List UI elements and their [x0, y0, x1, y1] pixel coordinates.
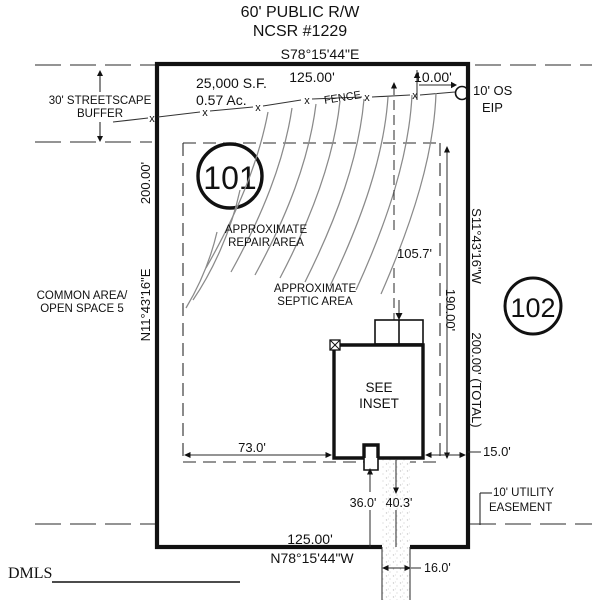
dimension-east-inner: 190.00' [443, 146, 458, 459]
driveway-guide-lines [369, 510, 411, 600]
south-distance: 125.00' [287, 531, 333, 547]
north-distance: 125.00' [289, 69, 335, 85]
north-bearing: S78°15'44"E [281, 46, 360, 62]
dimension-septic-depth-value: 105.7' [397, 246, 432, 261]
west-bearing: N11°43'16"E [138, 268, 153, 341]
dimension-house-setback-west-value: 73.0' [238, 440, 266, 455]
streetscape-buffer-line2: BUFFER [77, 108, 123, 120]
west-distance: 200.00' [138, 162, 153, 204]
septic-area-line2: SEPTIC AREA [277, 296, 353, 308]
lot-area-annotation: 25,000 S.F. 0.57 Ac. [196, 75, 267, 108]
east-distance: 200.00' (TOTAL) [469, 332, 484, 427]
dimension-east-inner-value: 190.00' [443, 289, 458, 331]
west-distance-label: 200.00' [138, 162, 153, 204]
utility-easement-annotation: 10' UTILITY EASEMENT [35, 487, 592, 525]
fence-x-markers: x x x x x x [149, 90, 418, 125]
fence-label: FENCE [323, 89, 362, 107]
north-boundary-labels: S78°15'44"E 125.00' [281, 46, 360, 85]
house-porch-step [363, 458, 379, 471]
dimension-drive-width-value: 36.0' [350, 496, 377, 510]
dimension-drive-bottom: 16.0' [382, 561, 451, 575]
dimension-top-offset: 10.00' [413, 69, 457, 100]
fence-marker-x: x [304, 95, 310, 107]
dimension-drive-bottom-value: 16.0' [424, 561, 451, 575]
utility-easement-line2: EASEMENT [489, 502, 552, 514]
fence-marker-x: x [364, 92, 370, 104]
fence-marker-x: x [255, 102, 261, 114]
lot-number-badge-101: 101 [196, 142, 264, 210]
eip-circle-icon [454, 85, 470, 101]
repair-area-line1: APPROXIMATE [225, 224, 308, 236]
house-footprint: SEE INSET [329, 319, 425, 471]
sheet-label-block: DMLS [8, 565, 240, 583]
repair-area-annotation: APPROXIMATE REPAIR AREA [225, 224, 308, 249]
house-label-line2: INSET [359, 396, 399, 411]
dimension-top-offset-value: 10.00' [414, 69, 452, 85]
septic-area-annotation: APPROXIMATE SEPTIC AREA [274, 283, 357, 308]
eip-marker: 10' OS EIP [454, 83, 513, 115]
lot-area-ac: 0.57 Ac. [196, 92, 247, 108]
east-bearing: S11°43'16"W [469, 208, 484, 284]
dimension-drive-width: 36.0' [350, 468, 377, 510]
house-label-line1: SEE [365, 380, 392, 395]
repair-area-line2: REPAIR AREA [228, 237, 304, 249]
streetscape-buffer-annotation: 30' STREETSCAPE BUFFER [35, 70, 152, 143]
lot-boundary-101 [154, 61, 471, 550]
right-of-way-title: 60' PUBLIC R/W NCSR #1229 [241, 4, 361, 40]
lot-number-badge-102: 102 [503, 276, 563, 336]
dimension-house-setback-east-value: 15.0' [483, 444, 511, 459]
lot-102-circle [503, 276, 563, 336]
south-bearing: N78°15'44"W [270, 550, 354, 566]
common-area-line2: OPEN SPACE 5 [40, 303, 124, 315]
east-distance-label: 200.00' (TOTAL) [469, 332, 484, 427]
fence-marker-x: x [412, 90, 418, 102]
row-title-line1: 60' PUBLIC R/W [241, 4, 361, 21]
septic-area-hatching [185, 92, 437, 309]
fence-marker-x: x [149, 113, 155, 125]
sheet-label: DMLS [8, 565, 52, 582]
dimension-drive-length-value: 40.3' [386, 496, 413, 510]
fence-marker-x: x [202, 107, 208, 119]
house-outline [332, 343, 425, 460]
eip-label-line1: 10' OS [473, 83, 513, 98]
south-boundary-labels: 125.00' N78°15'44"W [270, 531, 354, 566]
lot-102-number: 102 [510, 293, 555, 323]
eip-label-line2: EIP [482, 100, 503, 115]
east-boundary-label: S11°43'16"W [469, 208, 484, 284]
west-boundary-label: N11°43'16"E [138, 268, 153, 341]
lot-101-number: 101 [203, 160, 256, 196]
house-leader-arrow [395, 300, 403, 320]
lot-101-circle [196, 142, 264, 210]
utility-easement-line1: 10' UTILITY [493, 487, 554, 499]
common-area-annotation: COMMON AREA/ OPEN SPACE 5 [37, 290, 129, 315]
streetscape-buffer-line1: 30' STREETSCAPE [49, 95, 152, 107]
common-area-line1: COMMON AREA/ [37, 290, 129, 302]
dimension-house-setback-west: 73.0' [184, 440, 332, 458]
septic-area-line1: APPROXIMATE [274, 283, 357, 295]
row-title-line2: NCSR #1229 [253, 23, 347, 40]
dimension-drive-length: 40.3' [386, 460, 413, 510]
dimension-house-setback-east: 15.0' [425, 444, 511, 459]
lot-area-sf: 25,000 S.F. [196, 75, 267, 91]
fence-line: x x x x x x FENCE [112, 89, 456, 125]
